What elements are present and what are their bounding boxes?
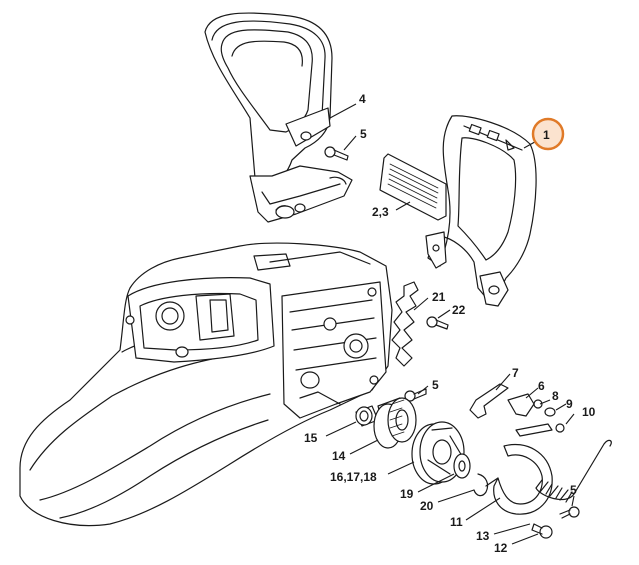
- clutch-part-16-17-18[interactable]: [411, 421, 465, 485]
- callout-12[interactable]: 12: [494, 541, 508, 555]
- brake-band-part-11[interactable]: [485, 444, 553, 515]
- callout-22[interactable]: 22: [452, 303, 466, 317]
- chainsaw-housing: [19, 242, 393, 527]
- tension-spring-part-13[interactable]: [535, 439, 612, 503]
- e-clip-part-20[interactable]: [473, 473, 489, 497]
- spring-part-9[interactable]: [515, 423, 565, 437]
- callout-15[interactable]: 15: [304, 431, 318, 445]
- callout-5-top[interactable]: 5: [360, 127, 367, 141]
- hand-guard-part-1[interactable]: [425, 115, 537, 307]
- rubber-pad-part-2-3[interactable]: [379, 153, 447, 221]
- callout-21[interactable]: 21: [432, 290, 446, 304]
- callout-8[interactable]: 8: [552, 389, 559, 403]
- screw-part-5-bottom[interactable]: [559, 506, 580, 519]
- callout-1[interactable]: 1: [543, 128, 550, 142]
- callout-2-3[interactable]: 2,3: [372, 205, 389, 219]
- callout-20[interactable]: 20: [420, 499, 434, 513]
- callout-7[interactable]: 7: [512, 366, 519, 380]
- callout-11[interactable]: 11: [450, 515, 463, 529]
- front-handle-part[interactable]: [204, 12, 353, 223]
- callout-9[interactable]: 9: [566, 397, 573, 411]
- callout-10[interactable]: 10: [582, 405, 596, 419]
- callout-4[interactable]: 4: [359, 92, 366, 106]
- highlight-ring: [531, 117, 565, 151]
- leader-lines: [325, 103, 575, 545]
- spring-plate-part-21[interactable]: [391, 281, 419, 367]
- callout-16-17-18[interactable]: 16,17,18: [330, 470, 377, 484]
- screw-part-12[interactable]: [531, 523, 553, 539]
- callout-5-middle[interactable]: 5: [432, 378, 439, 392]
- callout-6[interactable]: 6: [538, 379, 545, 393]
- screw-part-22[interactable]: [426, 316, 449, 330]
- callout-13[interactable]: 13: [476, 529, 490, 543]
- sprocket-part-14[interactable]: [373, 397, 417, 449]
- callout-5-bottom[interactable]: 5: [570, 483, 577, 497]
- brake-lever-parts-6-7-8[interactable]: [469, 383, 556, 419]
- screw-part-5-top[interactable]: [324, 146, 349, 161]
- callout-19[interactable]: 19: [400, 487, 414, 501]
- washer-part-19[interactable]: [453, 453, 471, 479]
- callout-14[interactable]: 14: [332, 449, 346, 463]
